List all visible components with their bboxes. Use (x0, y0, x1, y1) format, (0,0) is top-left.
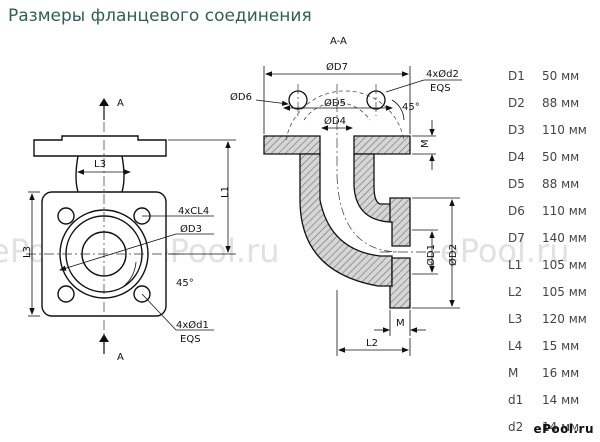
front-L3-top-label: L3 (94, 159, 106, 170)
section-side-flange-top (389, 197, 411, 247)
section-title: A-A (330, 36, 347, 47)
dimension-row-d1: D1 50 мм (508, 62, 600, 89)
dimension-row-d2: D2 88 мм (508, 89, 600, 116)
dimension-name: M (508, 365, 519, 380)
dimension-name: D3 (508, 122, 525, 137)
section-dimensions (255, 66, 462, 356)
section-side-flange-bottom (389, 257, 411, 309)
dimension-row-l4: L4 15 мм (508, 332, 600, 359)
section-eqs-label: EQS (430, 83, 451, 94)
dimension-value: 50 мм (542, 68, 580, 83)
front-CL4-label: 4xCL4 (178, 206, 209, 217)
dimension-row-d3: D3 110 мм (508, 116, 600, 143)
dimension-name: L1 (508, 257, 523, 272)
dimension-value: 110 мм (542, 122, 587, 137)
section-elbow-inner (353, 153, 393, 223)
section-top-flange-right (353, 135, 411, 155)
dimension-value: 88 мм (542, 95, 580, 110)
dimension-value: 120 мм (542, 311, 587, 326)
dimension-name: L3 (508, 311, 523, 326)
section-top-flange-left (263, 135, 321, 155)
brand-logo: ePool.ru (533, 422, 594, 436)
dimension-value: 16 мм (542, 365, 580, 380)
dimension-value: 50 мм (542, 149, 580, 164)
dimension-row-l3: L3 120 мм (508, 305, 600, 332)
front-L1-label: L1 (220, 186, 231, 198)
front-neck (75, 155, 125, 193)
dimension-name: D5 (508, 176, 525, 191)
section-d2-label: 4xØd2 (426, 68, 459, 80)
dimension-value: 105 мм (542, 257, 587, 272)
svg-text:ePool.ru: ePool.ru (440, 232, 570, 270)
front-D3-label: ØD3 (180, 223, 202, 235)
dimension-name: D7 (508, 230, 525, 245)
section-D1-label: ØD1 (425, 244, 437, 266)
dimension-name: d1 (508, 392, 524, 407)
front-dimensions (28, 139, 236, 331)
section-mark-bottom: A (117, 352, 124, 363)
section-D2-label: ØD2 (447, 244, 459, 266)
section-marker-front (99, 98, 109, 354)
section-D6-label: ØD6 (230, 91, 252, 103)
front-L3-side-label: L3 (22, 246, 33, 258)
dimension-table: D1 50 мм D2 88 мм D3 110 мм D4 50 мм D5 88 мм D6 11… (508, 62, 600, 440)
dimension-value: 14 мм (542, 419, 580, 434)
front-d1-label: 4xØd1 (176, 319, 209, 331)
dimension-row-d7: D7 140 мм (508, 224, 600, 251)
section-D4-label: ØD4 (324, 115, 346, 127)
dimension-value: 88 мм (542, 176, 580, 191)
dimension-row-d5: D5 88 мм (508, 170, 600, 197)
dimension-name: D6 (508, 203, 525, 218)
dimension-name: L2 (508, 284, 523, 299)
dimension-row-d6: D6 110 мм (508, 197, 600, 224)
front-eqs-label: EQS (180, 334, 201, 345)
front-angle-label: 45° (176, 278, 194, 289)
front-bolt-hole-3 (57, 285, 75, 303)
dimension-row-l1: L1 105 мм (508, 251, 600, 278)
dimension-row-d2: d2 14 мм (508, 413, 600, 440)
section-D7-label: ØD7 (326, 61, 348, 73)
dimension-value: 105 мм (542, 284, 587, 299)
section-mark-top: A (117, 98, 124, 109)
dimension-row-d1: d1 14 мм (508, 386, 600, 413)
dimension-name: d2 (508, 419, 524, 434)
dimension-name: D4 (508, 149, 525, 164)
page-title: Размеры фланцевого соединения (8, 6, 312, 26)
front-bolt-hole-1 (57, 207, 75, 225)
section-M-bottom-label: M (396, 318, 405, 329)
dimension-row-l2: L2 105 мм (508, 278, 600, 305)
dimension-name: L4 (508, 338, 523, 353)
front-centerlines (26, 122, 184, 340)
section-view (263, 90, 411, 309)
dimension-row-m: M 16 мм (508, 359, 600, 386)
dimension-row-d4: D4 50 мм (508, 143, 600, 170)
dimension-name: D1 (508, 68, 525, 83)
section-angle-label: 45° (402, 102, 420, 113)
dimension-value: 15 мм (542, 338, 580, 353)
front-top-flange (33, 135, 167, 157)
section-D5-label: ØD5 (324, 97, 346, 109)
dimension-value: 14 мм (542, 392, 580, 407)
dimension-name: D2 (508, 95, 525, 110)
section-M-top-label: M (420, 139, 431, 148)
dimension-value: 110 мм (542, 203, 587, 218)
dimension-value: 140 мм (542, 230, 587, 245)
section-L2-label: L2 (366, 338, 378, 349)
svg-text:ePool.ru: ePool.ru (150, 232, 280, 270)
